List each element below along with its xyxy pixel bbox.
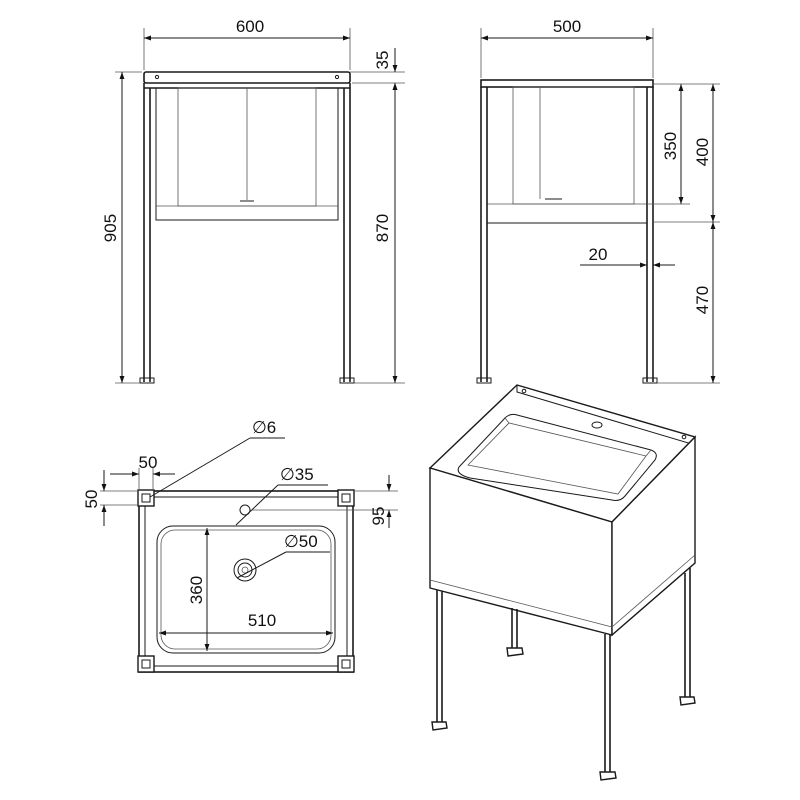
bowl-width-label: 510 xyxy=(248,611,276,630)
leg-width-label: 20 xyxy=(589,245,608,264)
side-view: 500 350 400 470 20 xyxy=(476,17,720,384)
side-leg-clearance-label: 470 xyxy=(693,286,712,314)
side-depth-label: 500 xyxy=(553,17,581,36)
front-view: 600 35 905 870 xyxy=(101,17,405,384)
faucet-offset-label: 95 xyxy=(369,507,388,526)
front-width-label: 600 xyxy=(236,17,264,36)
corner-y-label: 50 xyxy=(82,490,101,509)
leg-height-label: 870 xyxy=(373,214,392,242)
total-height-label: 905 xyxy=(101,214,120,242)
plan-view: ∅6 ∅35 ∅50 50 50 95 360 510 xyxy=(82,418,398,673)
faucet-hole-diameter-label: ∅35 xyxy=(280,465,314,484)
drain-diameter-label: ∅50 xyxy=(284,532,318,551)
corner-x-label: 50 xyxy=(139,453,158,472)
isometric-view xyxy=(428,384,697,781)
hole-diameter-label: ∅6 xyxy=(252,418,276,437)
bowl-depth-label: 360 xyxy=(187,576,206,604)
side-cabinet-height-label: 400 xyxy=(693,138,712,166)
side-bowl-depth-label: 350 xyxy=(661,132,680,160)
top-thickness-label: 35 xyxy=(373,51,392,70)
